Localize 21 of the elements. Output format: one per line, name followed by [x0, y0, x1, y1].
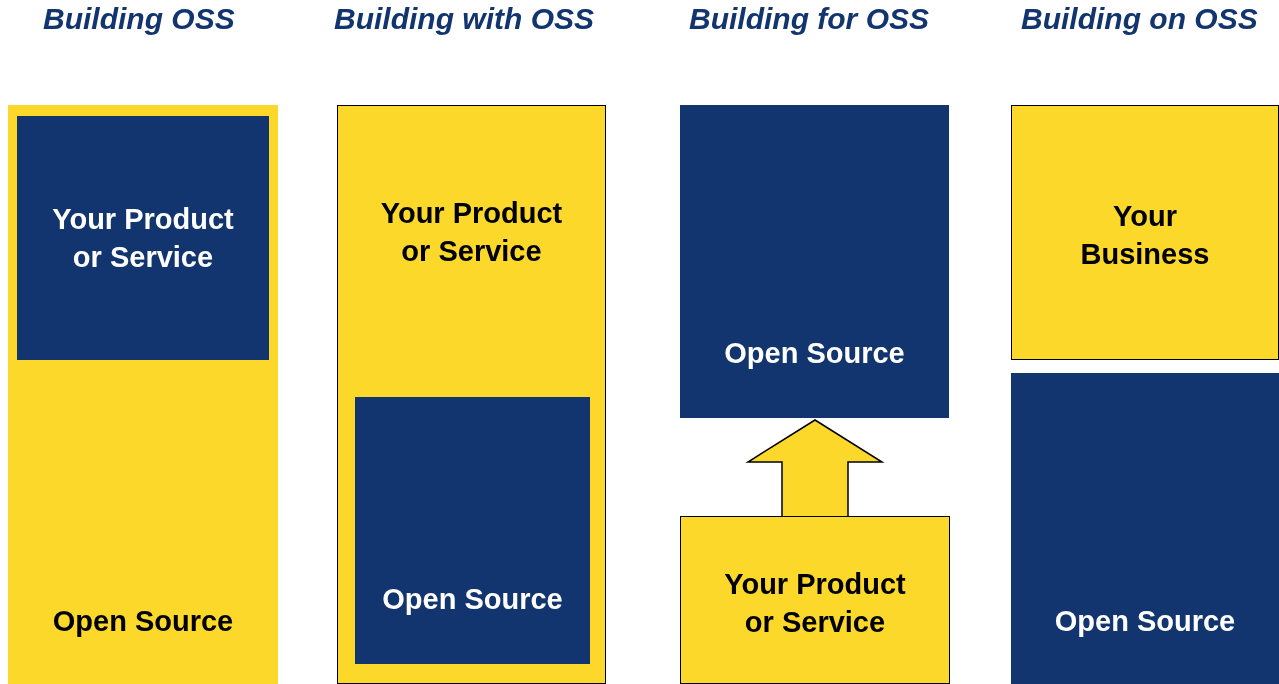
box-label: Your Business — [1079, 199, 1211, 272]
layer-box — [17, 116, 269, 360]
layer-box — [355, 397, 590, 664]
block-arrow — [745, 419, 885, 517]
box-label: Open Source — [1054, 604, 1236, 639]
layer-box — [1011, 373, 1279, 684]
column-heading: Building with OSS — [334, 2, 594, 36]
layer-box — [8, 105, 278, 684]
column-heading: Building on OSS — [1021, 2, 1258, 36]
layer-box — [680, 516, 950, 684]
layer-box — [680, 105, 949, 418]
box-label: Your Product or Service — [723, 567, 907, 640]
box-label: Open Source — [52, 604, 234, 639]
layer-box — [337, 105, 606, 684]
box-label: Open Source — [382, 582, 563, 617]
box-label: Open Source — [724, 336, 905, 371]
box-label: Your Product or Service — [51, 202, 235, 275]
column-heading: Building OSS — [43, 2, 235, 36]
column-heading: Building for OSS — [689, 2, 929, 36]
box-label: Your Product or Service — [379, 196, 564, 269]
layer-box — [1011, 105, 1279, 360]
